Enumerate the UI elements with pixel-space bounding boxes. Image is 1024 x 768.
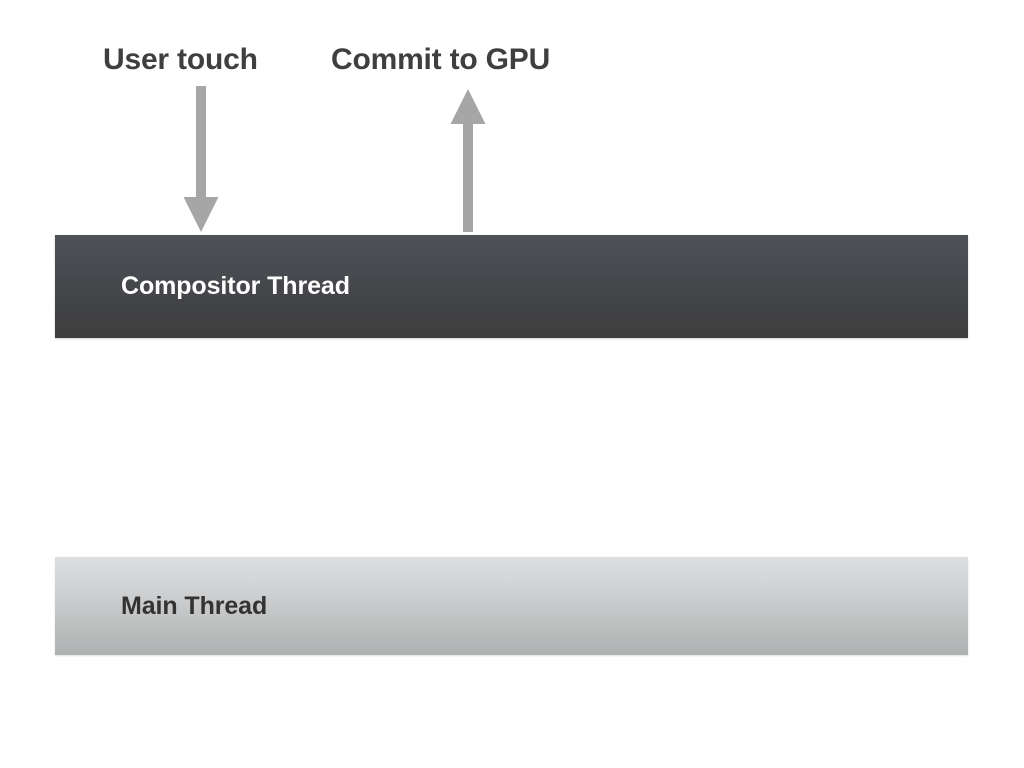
arrow-down-icon bbox=[183, 86, 219, 232]
arrow-up-icon bbox=[450, 89, 486, 232]
main-thread-label: Main Thread bbox=[121, 591, 268, 620]
compositor-thread-label: Compositor Thread bbox=[121, 272, 350, 300]
annotation-label-commit-to-gpu: Commit to GPU bbox=[331, 43, 551, 76]
compositor-thread-bar: Compositor Thread bbox=[55, 235, 968, 338]
main-thread-bar: Main Thread bbox=[55, 557, 968, 655]
annotation-label-user-touch: User touch bbox=[103, 43, 258, 76]
